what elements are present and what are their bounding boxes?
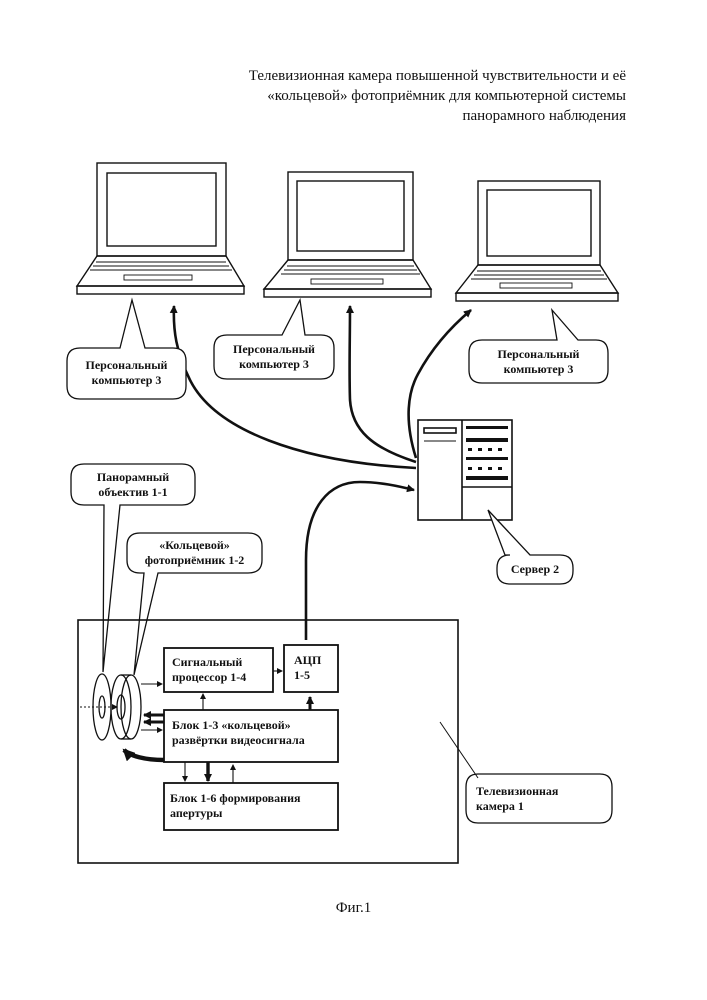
callout-server-line1: Сервер 2 xyxy=(497,562,573,577)
callout-lens-label: Панорамный объектив 1-1 xyxy=(71,470,195,500)
laptop-icon-middle xyxy=(264,172,431,297)
camera-pointer-line xyxy=(440,722,478,778)
laptop-icon-right xyxy=(456,181,618,301)
callout-lens-line1: Панорамный xyxy=(71,470,195,485)
callout-camera-line2: камера 1 xyxy=(476,799,606,814)
callout-pc-right-label: Персональный компьютер 3 xyxy=(469,347,608,377)
aperture-line2: апертуры xyxy=(170,806,300,821)
document-title: Телевизионная камера повышенной чувствит… xyxy=(150,66,626,126)
ring-photodetector-icon xyxy=(111,675,141,739)
link-server-to-pc-middle xyxy=(350,306,416,462)
aperture-label: Блок 1-6 формирования апертуры xyxy=(170,791,300,821)
server-icon xyxy=(418,420,512,520)
title-line-3: панорамного наблюдения xyxy=(150,106,626,126)
callout-pc-left-line1: Персональный xyxy=(67,358,186,373)
adc-line2: 1-5 xyxy=(294,668,321,683)
callout-pc-middle-line2: компьютер 3 xyxy=(214,357,334,372)
callout-photodetector-line2: фотоприёмник 1-2 xyxy=(127,553,262,568)
signal-processor-line2: процессор 1-4 xyxy=(172,670,246,685)
callout-camera-line1: Телевизионная xyxy=(476,784,606,799)
callout-pc-right-line1: Персональный xyxy=(469,347,608,362)
title-line-2: «кольцевой» фотоприёмник для компьютерно… xyxy=(150,86,626,106)
ring-scan-line1: Блок 1-3 «кольцевой» xyxy=(172,718,305,733)
title-line-1: Телевизионная камера повышенной чувствит… xyxy=(150,66,626,86)
figure-caption: Фиг.1 xyxy=(0,900,707,917)
callout-pc-middle-label: Персональный компьютер 3 xyxy=(214,342,334,372)
adc-line1: АЦП xyxy=(294,653,321,668)
ring-scan-line2: развёртки видеосигнала xyxy=(172,733,305,748)
callout-pc-middle-line1: Персональный xyxy=(214,342,334,357)
callout-lens-line2: объектив 1-1 xyxy=(71,485,195,500)
signal-processor-label: Сигнальный процессор 1-4 xyxy=(172,655,246,685)
laptop-icon-left xyxy=(77,163,244,294)
arrow-feedback-loop xyxy=(124,750,164,760)
callout-camera-label: Телевизионная камера 1 xyxy=(476,784,606,814)
ring-scan-label: Блок 1-3 «кольцевой» развёртки видеосигн… xyxy=(172,718,305,748)
callout-pc-right-line2: компьютер 3 xyxy=(469,362,608,377)
callout-pc-left-label: Персональный компьютер 3 xyxy=(67,358,186,388)
link-adc-to-server xyxy=(306,482,414,640)
callout-photodetector-label: «Кольцевой» фотоприёмник 1-2 xyxy=(127,538,262,568)
adc-label: АЦП 1-5 xyxy=(294,653,321,683)
callout-pc-left-line2: компьютер 3 xyxy=(67,373,186,388)
aperture-line1: Блок 1-6 формирования xyxy=(170,791,300,806)
signal-processor-line1: Сигнальный xyxy=(172,655,246,670)
callout-photodetector-line1: «Кольцевой» xyxy=(127,538,262,553)
callout-server-label: Сервер 2 xyxy=(497,562,573,577)
